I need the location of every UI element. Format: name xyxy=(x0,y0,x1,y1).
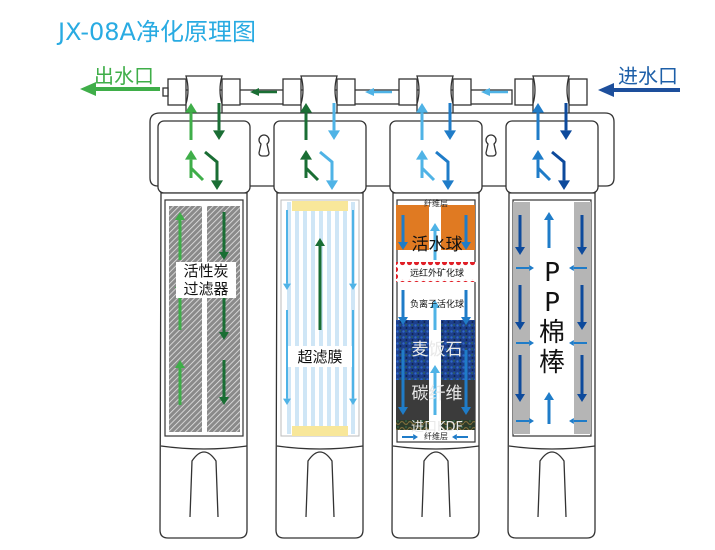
flow-arrow xyxy=(283,310,291,405)
fiber-layer-top-label: 纤维层 xyxy=(424,199,448,208)
maifan-stone-label: 麦饭石 xyxy=(411,340,463,360)
flow-arrow xyxy=(283,210,291,290)
flow-arrow xyxy=(461,350,471,415)
flow-arrow xyxy=(398,290,408,325)
flow-arrow xyxy=(444,103,456,140)
uf-stripe xyxy=(303,202,307,434)
flow-arrow xyxy=(544,392,554,424)
flow-arrow xyxy=(398,215,408,250)
filter-carbon xyxy=(164,199,244,437)
flow-arrow xyxy=(516,265,534,271)
carbon-label-line1: 活性炭 xyxy=(183,262,229,280)
flow-arrow xyxy=(300,103,312,140)
uf-stripe xyxy=(287,202,291,434)
flow-arrow xyxy=(175,212,185,260)
flow-arrow-bend xyxy=(536,160,552,182)
flow-arrow xyxy=(577,355,587,402)
keyhole-icon xyxy=(485,134,497,157)
connectors xyxy=(162,75,588,129)
pipe-arrows xyxy=(250,88,508,96)
pp-label-char: 棒 xyxy=(538,348,565,378)
inlet-label: 进水口 xyxy=(618,64,678,88)
negative-ion-ball-label: 负离子活化球 xyxy=(409,300,464,310)
flow-arrow xyxy=(461,215,471,250)
flow-arrow xyxy=(532,103,544,140)
flow-arrow xyxy=(577,215,587,255)
flow-arrow xyxy=(442,168,454,190)
outlet-arrow xyxy=(80,82,160,96)
flow-arrow-bend xyxy=(420,160,436,182)
flow-arrow xyxy=(315,238,325,330)
carbon-filter-label: 活性炭 过滤器 xyxy=(176,262,236,298)
flow-arrow xyxy=(544,212,554,248)
flow-arrow xyxy=(211,168,223,190)
flow-arrows xyxy=(175,103,587,440)
keyhole-icon xyxy=(258,134,270,157)
pp-cotton-label: P P 棉 棒 xyxy=(532,258,572,378)
inlet-arrow xyxy=(598,83,680,97)
uf-stripe xyxy=(295,202,299,434)
flow-arrow xyxy=(326,168,338,190)
flow-arrow xyxy=(430,300,440,330)
pp-label-char: 棉 xyxy=(538,318,565,348)
uf-stripe xyxy=(335,202,339,434)
flow-arrow xyxy=(569,418,587,424)
uf-stripe xyxy=(343,202,347,434)
flow-arrow xyxy=(328,103,340,140)
flow-arrow xyxy=(577,285,587,330)
flow-arrow xyxy=(430,365,440,415)
flow-arrow xyxy=(402,434,418,440)
flow-arrow xyxy=(175,360,185,405)
outlet-label: 出水口 xyxy=(94,64,154,88)
flow-arrow xyxy=(349,210,357,290)
diagram-title: JX-08A净化原理图 xyxy=(58,18,256,46)
uf-stripe xyxy=(311,202,315,434)
pp-label-char: P xyxy=(544,288,560,318)
carbon-fiber-label: 碳纤维 xyxy=(411,384,463,404)
flow-arrow xyxy=(461,290,471,325)
flow-arrow-bend xyxy=(189,160,205,182)
flow-arrow xyxy=(560,103,572,140)
flow-arrow xyxy=(515,285,525,330)
flow-arrow xyxy=(515,355,525,402)
flow-arrow xyxy=(569,340,587,346)
flow-arrow-bend xyxy=(304,160,320,182)
flow-arrow xyxy=(558,168,570,190)
flow-arrow xyxy=(430,223,440,260)
pp-label-char: P xyxy=(544,258,560,288)
uf-stripe xyxy=(327,202,331,434)
flow-arrow xyxy=(416,103,428,140)
flow-arrow xyxy=(398,350,408,415)
mounting-plate xyxy=(149,112,615,187)
flow-arrow xyxy=(569,265,587,271)
active-water-ball-label: 活水球 xyxy=(411,235,463,255)
kdf-label: 进口KDF xyxy=(410,420,463,435)
flow-arrow xyxy=(516,340,534,346)
flow-arrow xyxy=(219,212,229,260)
flow-arrow xyxy=(349,310,357,405)
flow-arrow xyxy=(213,103,225,140)
flow-arrow xyxy=(219,360,229,405)
carbon-label-line2: 过滤器 xyxy=(183,280,229,298)
far-infrared-mineral-ball-label: 远红外矿化球 xyxy=(398,266,476,279)
uf-filter-label: 超滤膜 xyxy=(288,346,352,367)
flow-arrow xyxy=(516,418,534,424)
fiber-layer-bottom-label: 纤维层 xyxy=(424,432,448,441)
flow-arrow xyxy=(185,103,197,140)
flow-arrow xyxy=(452,434,468,440)
flow-arrow xyxy=(515,215,525,255)
